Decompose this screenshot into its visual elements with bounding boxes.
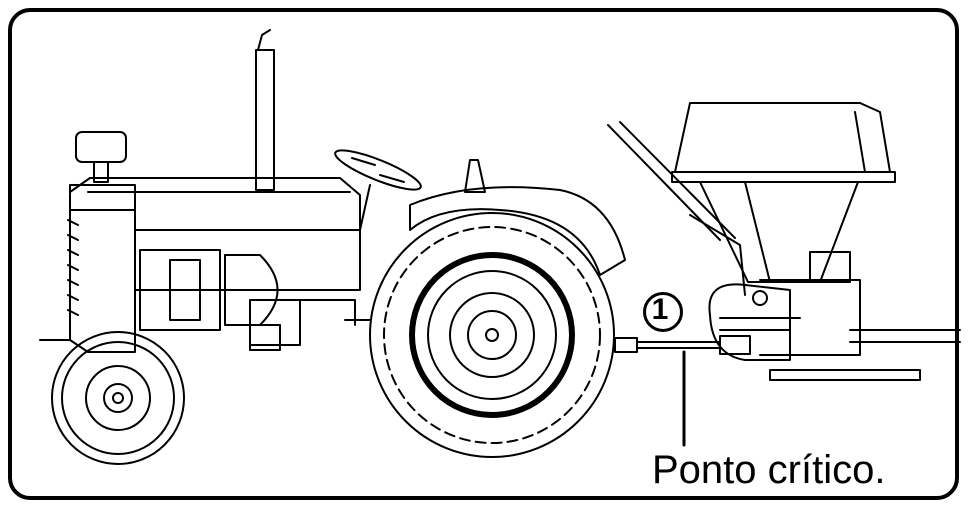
critical-point-caption: Ponto crítico.: [652, 448, 886, 492]
spreader-hopper: [671, 102, 896, 283]
rear-fender: [409, 159, 626, 276]
diagram-frame: [8, 8, 959, 500]
callout-circle: [643, 292, 683, 332]
steering-wheel: [334, 149, 422, 231]
air-filter: [75, 131, 127, 183]
spreader-frame: [607, 121, 961, 381]
callout-number: 1: [651, 293, 669, 326]
front-axle: [39, 319, 371, 341]
radiator-grill: [67, 219, 79, 316]
tractor-body: [69, 177, 361, 353]
exhaust-pipe: [255, 29, 275, 191]
front-wheel: [51, 331, 185, 465]
rear-wheel: [369, 212, 615, 458]
pto-shaft: [614, 335, 751, 355]
